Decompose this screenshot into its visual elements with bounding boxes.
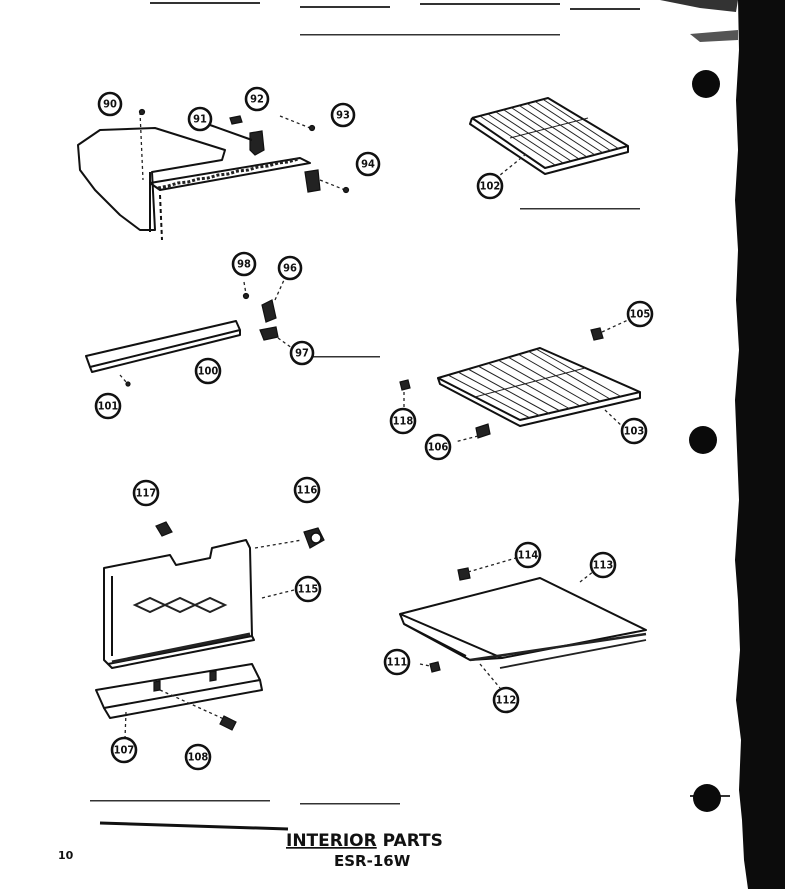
callout-91-label: 91 xyxy=(193,113,207,126)
callout-103: 103 xyxy=(620,417,648,445)
callout-93-label: 93 xyxy=(336,109,350,122)
callout-105: 105 xyxy=(626,300,654,328)
callout-117: 117 xyxy=(132,479,160,507)
callout-111-label: 111 xyxy=(387,656,408,669)
callout-94: 94 xyxy=(355,151,381,177)
title-underlined-word: INTERIOR xyxy=(286,831,377,851)
page-title: INTERIOR PARTS ESR-16W xyxy=(99,821,443,870)
crisper-cover-panel xyxy=(103,521,325,669)
callout-108: 108 xyxy=(184,743,212,771)
wire-shelf-upper-grid xyxy=(479,99,620,166)
callout-112: 112 xyxy=(492,686,520,714)
callout-98-label: 98 xyxy=(237,258,251,271)
callout-113-label: 113 xyxy=(593,559,614,572)
callout-118: 118 xyxy=(389,407,417,435)
callout-96: 96 xyxy=(277,255,303,281)
wire-shelf-lower-grid xyxy=(447,348,621,419)
callout-106: 106 xyxy=(424,433,452,461)
callout-90-label: 90 xyxy=(103,98,117,111)
crisper-cover-frame xyxy=(95,663,263,739)
callout-97-label: 97 xyxy=(295,347,309,360)
cover-support-rail-assembly xyxy=(85,279,293,387)
callout-115: 115 xyxy=(294,575,322,603)
callout-90: 90 xyxy=(97,91,123,117)
callout-93: 93 xyxy=(330,102,356,128)
callout-111: 111 xyxy=(383,648,411,676)
crisper-cover-support-assembly xyxy=(77,108,350,241)
wire-shelf-lower xyxy=(399,319,641,443)
callout-108-label: 108 xyxy=(188,751,209,764)
callout-118-label: 118 xyxy=(393,415,414,428)
callout-116-label: 116 xyxy=(297,484,318,497)
callout-91: 91 xyxy=(187,106,213,132)
callout-92: 92 xyxy=(244,86,270,112)
punch-hole-top xyxy=(692,70,720,98)
callout-101-label: 101 xyxy=(98,400,119,413)
callout-103-label: 103 xyxy=(624,425,645,438)
callout-113: 113 xyxy=(589,551,617,579)
callout-102-label: 102 xyxy=(480,180,501,193)
callout-94-label: 94 xyxy=(361,158,375,171)
callout-107-label: 107 xyxy=(114,744,135,757)
callout-117-label: 117 xyxy=(136,487,157,500)
callout-98: 98 xyxy=(231,251,257,277)
page-number: 10 xyxy=(58,849,74,862)
model-number: ESR-16W xyxy=(334,852,411,870)
punch-hole-middle xyxy=(689,426,717,454)
title-rest: PARTS xyxy=(377,831,443,851)
punch-hole-bottom xyxy=(693,784,721,812)
callout-97: 97 xyxy=(289,340,315,366)
wire-shelf-upper xyxy=(469,97,629,181)
callout-100-label: 100 xyxy=(198,365,219,378)
callout-115-label: 115 xyxy=(298,583,319,596)
callout-105-label: 105 xyxy=(630,308,651,321)
callout-100: 100 xyxy=(194,357,222,385)
callout-112-label: 112 xyxy=(496,694,517,707)
callout-106-label: 106 xyxy=(428,441,449,454)
callout-92-label: 92 xyxy=(250,93,264,106)
svg-text:INTERIOR PARTS: INTERIOR PARTS xyxy=(286,831,443,851)
callout-96-label: 96 xyxy=(283,262,297,275)
callout-102: 102 xyxy=(476,172,504,200)
callout-116: 116 xyxy=(293,476,321,504)
scan-edge xyxy=(90,0,785,889)
callout-101: 101 xyxy=(94,392,122,420)
glass-crisper-cover xyxy=(399,557,647,689)
callout-114: 114 xyxy=(514,541,542,569)
callout-107: 107 xyxy=(110,736,138,764)
callout-114-label: 114 xyxy=(518,549,539,562)
